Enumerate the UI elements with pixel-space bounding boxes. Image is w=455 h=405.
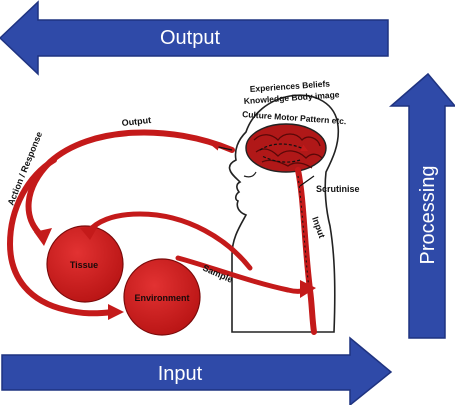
output-banner-arrow: Output xyxy=(0,0,389,76)
processing-banner-label: Processing xyxy=(417,166,439,265)
spinal-input-pathway xyxy=(295,167,317,335)
scrutinise-marker: Scrutinise xyxy=(299,175,360,194)
sample-label: Sample xyxy=(201,263,234,285)
brain-influences: Experiences Beliefs Knowledge Body image… xyxy=(242,78,347,126)
output-red-arrow: Output xyxy=(25,115,235,246)
output-banner-label: Output xyxy=(160,27,220,49)
environment-node: Environment xyxy=(123,258,201,336)
input-banner-label: Input xyxy=(158,363,203,385)
feedback-loop-arrow xyxy=(80,211,253,271)
output-arrow-label: Output xyxy=(121,115,151,128)
processing-banner-arrow: Processing xyxy=(388,72,455,339)
scrutinise-label: Scrutinise xyxy=(316,184,360,194)
tissue-label: Tissue xyxy=(70,260,98,270)
tissue-node: Tissue xyxy=(46,225,124,303)
environment-label: Environment xyxy=(134,293,189,303)
brain-graphic xyxy=(245,123,327,173)
input-banner-arrow: Input xyxy=(1,336,393,405)
